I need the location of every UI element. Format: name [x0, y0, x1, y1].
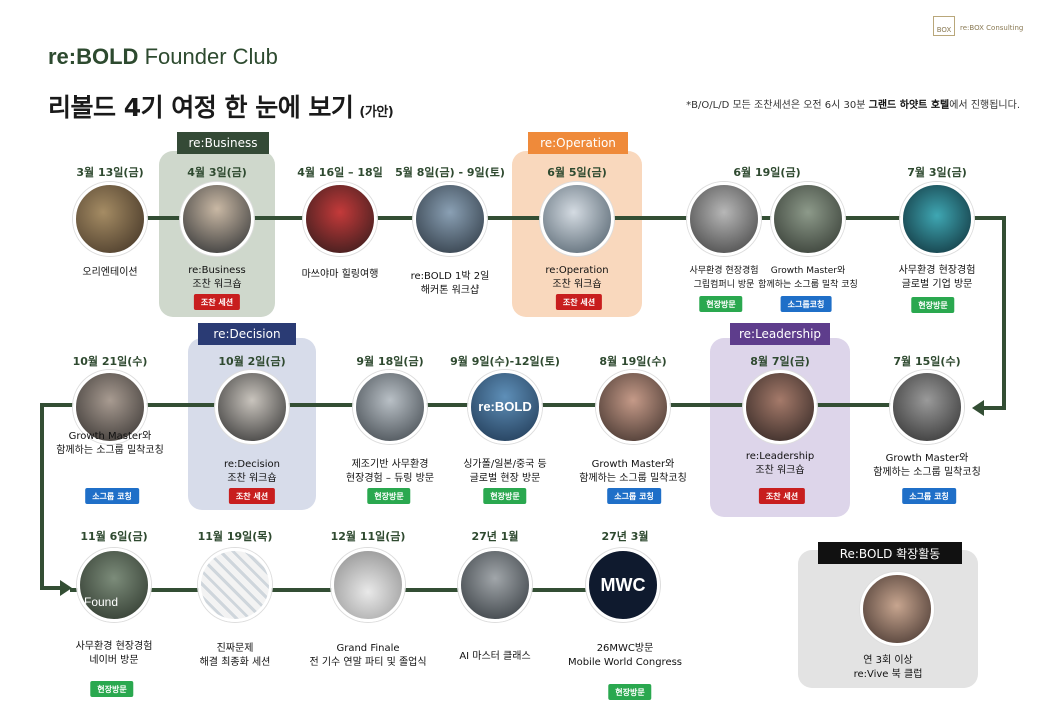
- event-date: 10월 2일(금): [182, 353, 322, 369]
- company-logo-text: re:BOX Consulting: [960, 24, 1023, 32]
- event-date: 6월 5일(금): [507, 164, 647, 180]
- event-photo: [890, 370, 964, 444]
- event-date: 11월 6일(금): [44, 528, 184, 544]
- club-suffix: Founder Club: [145, 44, 278, 69]
- title-text: 리볼드 4기 여정 한 눈에 보기: [48, 93, 353, 122]
- found-sign: Found: [84, 595, 118, 609]
- event-date: 7월 15일(수): [857, 353, 997, 369]
- session-note: *B/O/L/D 모든 조찬세션은 오전 6시 30분 그랜드 하얏트 호텔에서…: [686, 96, 1020, 111]
- site-visit-badge: 현장방문: [699, 296, 742, 312]
- business-tab: re:Business: [177, 132, 269, 154]
- site-visit-badge: 현장방문: [90, 681, 133, 697]
- expansion-tab: Re:BOLD 확장활동: [818, 542, 962, 564]
- event-photo: [413, 182, 487, 256]
- club-brand: re:BOLD: [48, 44, 138, 69]
- event-date: 4월 3일(금): [147, 164, 287, 180]
- breakfast-session-badge: 조찬 세션: [229, 488, 275, 504]
- timeline-right-turn: [1002, 216, 1006, 410]
- club-title: re:BOLD Founder Club: [48, 44, 278, 70]
- decision-tab: re:Decision: [198, 323, 296, 345]
- event-photo: MWC: [586, 548, 660, 622]
- rebold-sign: re:BOLD: [471, 399, 539, 414]
- event-photo: [353, 370, 427, 444]
- site-visit-badge: 현장방문: [911, 297, 954, 313]
- event-photo: [596, 370, 670, 444]
- event-photo: [860, 572, 934, 646]
- event-photo: [198, 548, 272, 622]
- breakfast-session-badge: 조찬 세션: [194, 294, 240, 310]
- event-date: 11월 19일(목): [165, 528, 305, 544]
- small-group-coaching-badge: 소그룹 코칭: [607, 488, 661, 504]
- breakfast-session-badge: 조찬 세션: [556, 294, 602, 310]
- event-date: 6월 19일(금): [697, 164, 837, 180]
- event-date: 8월 7일(금): [710, 353, 850, 369]
- operation-tab: re:Operation: [528, 132, 628, 154]
- event-photo: [900, 182, 974, 256]
- event-date: 5월 8일(금) - 9일(토): [380, 164, 520, 180]
- event-date: 27년 1월: [425, 528, 565, 544]
- title-suffix: (가안): [359, 105, 393, 120]
- event-photo: [331, 548, 405, 622]
- event-photo: re:BOLD: [468, 370, 542, 444]
- timeline-left-stub: [40, 586, 62, 590]
- page-title: 리볼드 4기 여정 한 눈에 보기 (가안): [48, 88, 393, 124]
- leadership-tab: re:Leadership: [730, 323, 830, 345]
- event-photo: [73, 182, 147, 256]
- event-photo: [180, 182, 254, 256]
- event-photo: [743, 370, 817, 444]
- small-group-coaching-badge: 소그룹 코칭: [902, 488, 956, 504]
- note-prefix: *B/O/L/D 모든 조찬세션은 오전 6시 30분: [686, 100, 868, 111]
- event-photo: [540, 182, 614, 256]
- event-date: 7월 3일(금): [867, 164, 1007, 180]
- site-visit-badge: 현장방문: [483, 488, 526, 504]
- event-date: 12월 11일(금): [298, 528, 438, 544]
- event-photo: [687, 182, 761, 256]
- event-photo: [303, 182, 377, 256]
- mwc-logo: MWC: [589, 575, 657, 596]
- company-logo: BOX: [933, 16, 955, 36]
- note-suffix: 에서 진행됩니다.: [949, 100, 1020, 111]
- event-date: 9월 18일(금): [320, 353, 460, 369]
- small-group-coaching-badge: 소그룹코칭: [781, 296, 832, 312]
- event-label: AI 마스터 클래스: [420, 650, 570, 664]
- breakfast-session-badge: 조찬 세션: [759, 488, 805, 504]
- small-group-coaching-badge: 소그룹 코칭: [85, 488, 139, 504]
- note-bold: 그랜드 하얏트 호텔: [869, 100, 950, 111]
- event-photo: [215, 370, 289, 444]
- timeline-right-stub: [984, 406, 1006, 410]
- event-date: 10월 21일(수): [40, 353, 180, 369]
- event-photo: Found: [77, 548, 151, 622]
- arrow-left-icon: [972, 400, 984, 416]
- event-photo: [458, 548, 532, 622]
- site-visit-badge: 현장방문: [608, 684, 651, 700]
- event-date: 8월 19일(수): [563, 353, 703, 369]
- site-visit-badge: 현장방문: [367, 488, 410, 504]
- event-photo: [771, 182, 845, 256]
- event-date: 27년 3월: [555, 528, 695, 544]
